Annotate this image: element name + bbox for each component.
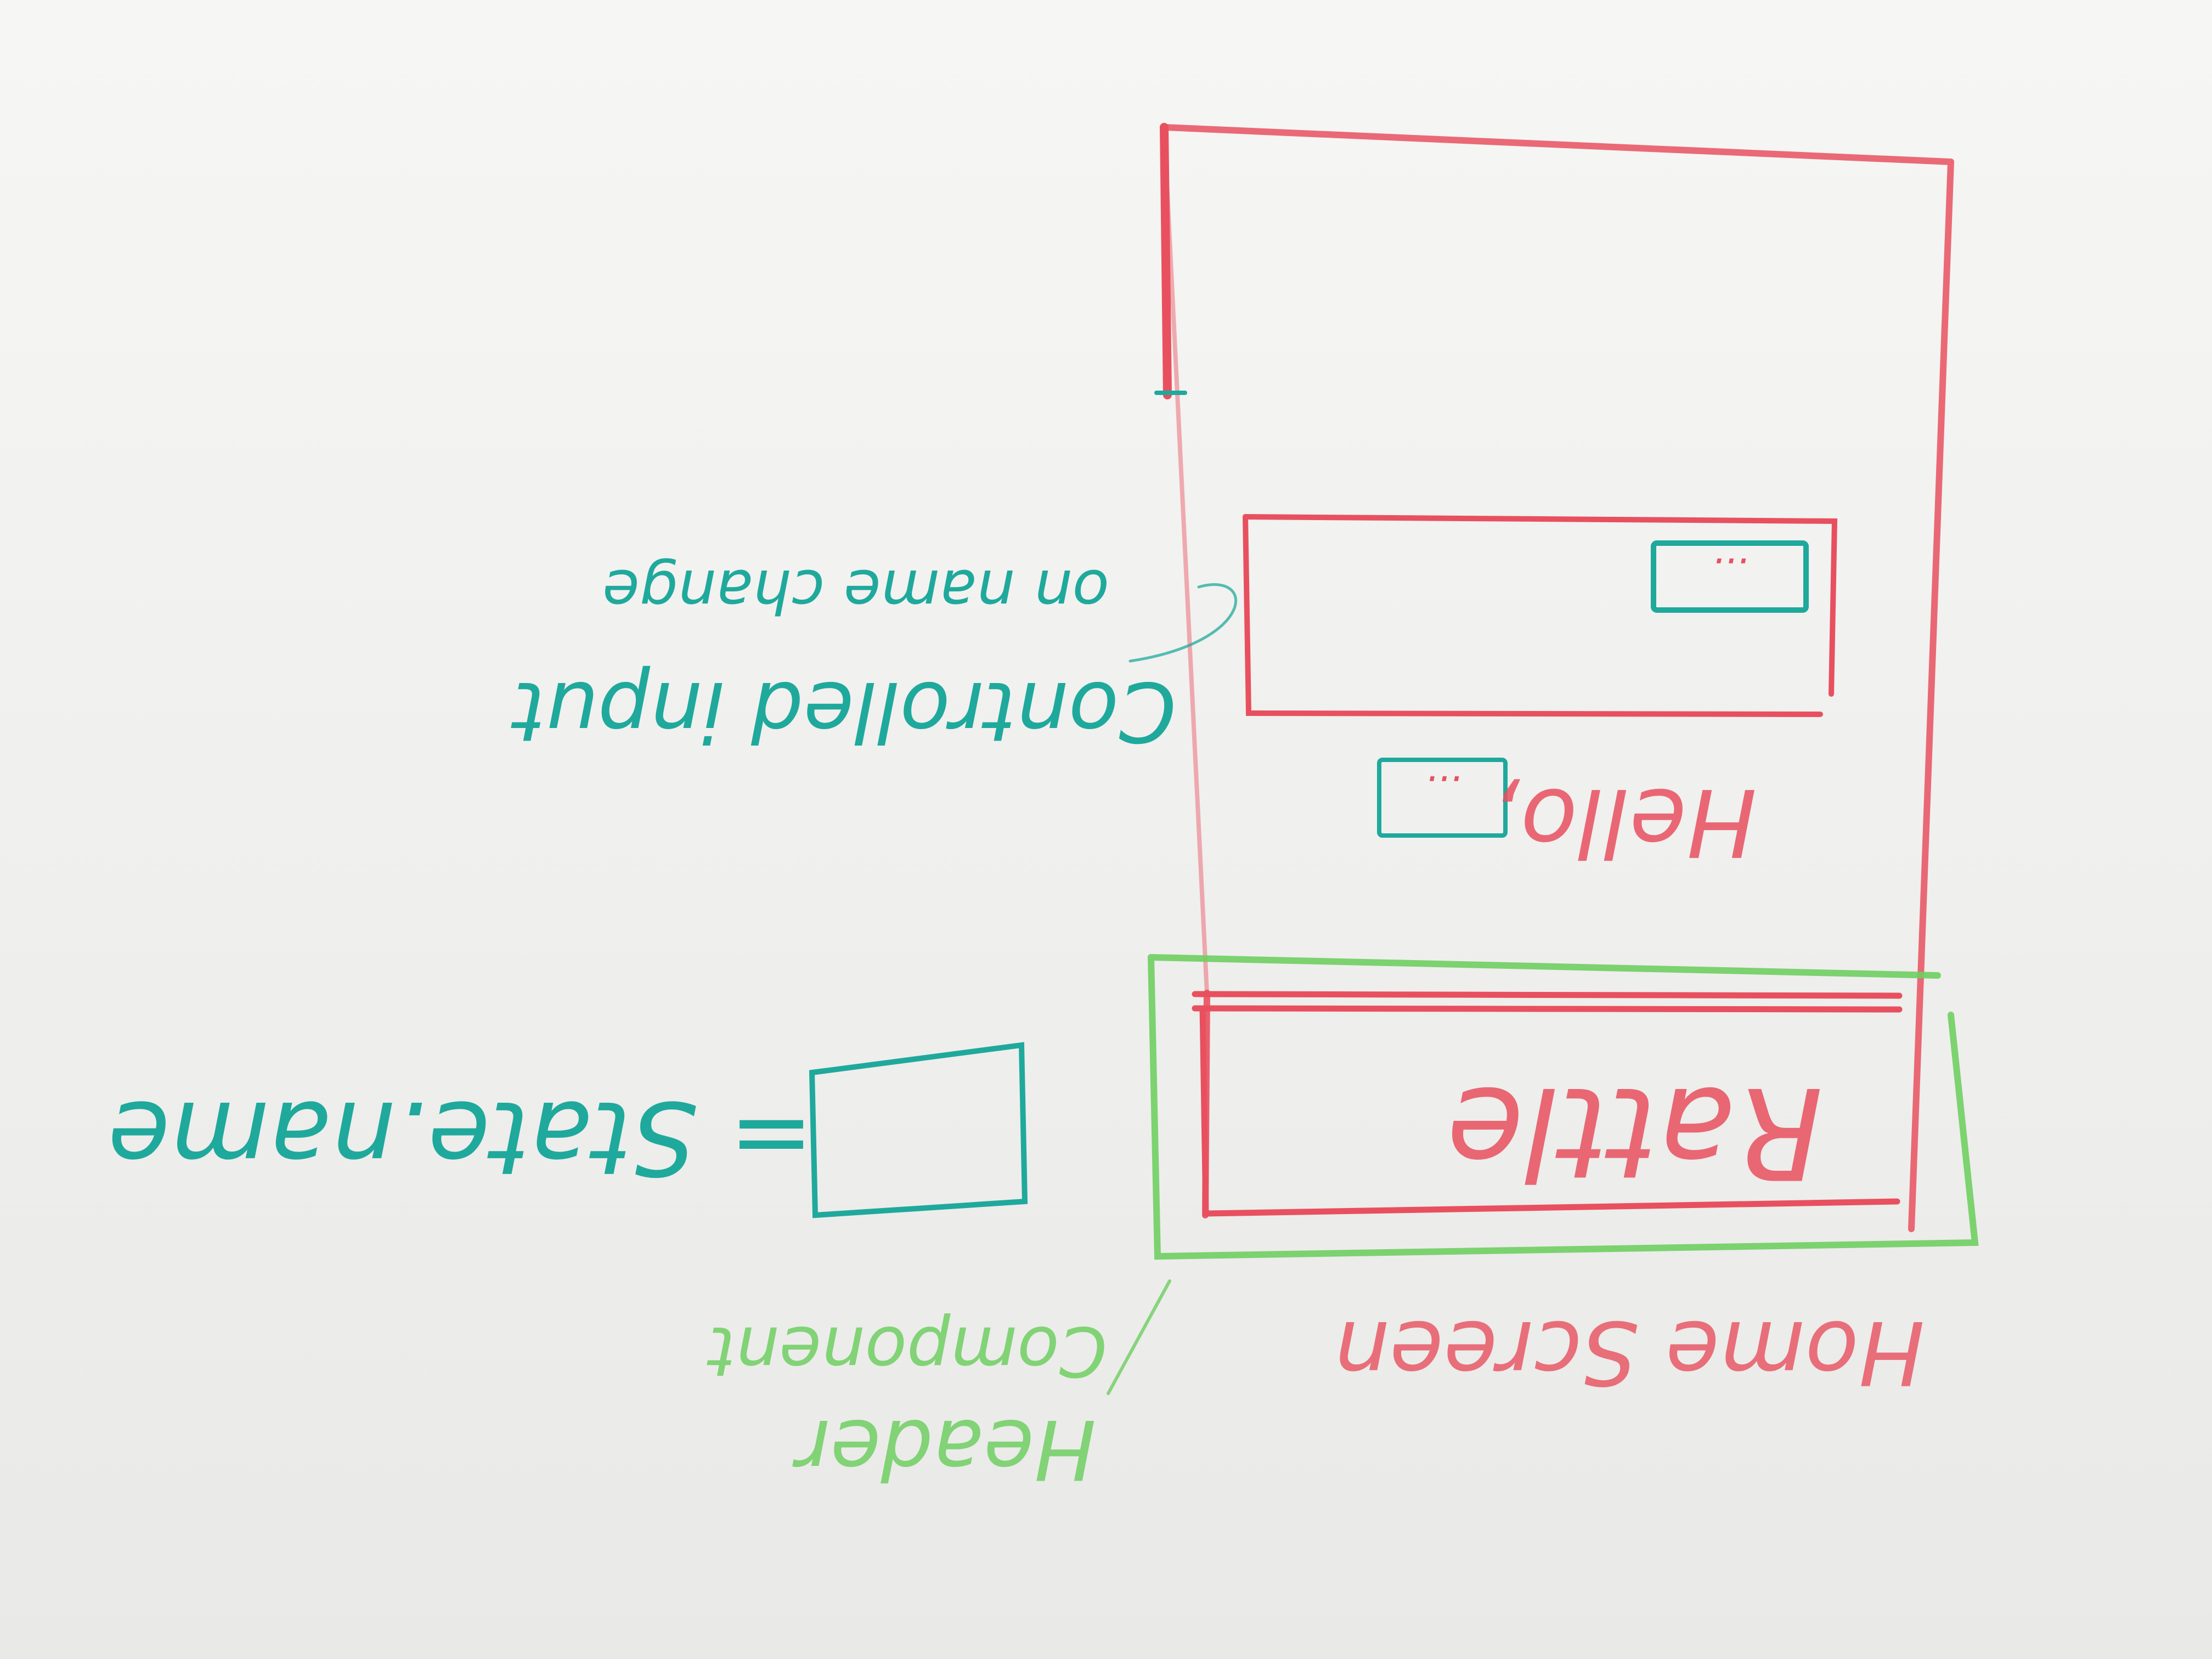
home-screen-label: Home Screen (1334, 1301, 1925, 1404)
input-placeholder-text: ... (1712, 549, 1748, 594)
header-component-label-line1: Header (792, 1401, 1096, 1497)
header-title-text: Rattle (1447, 1059, 1824, 1205)
controlled-input-box (1243, 514, 1838, 717)
header-title-bar (1192, 991, 1903, 1217)
state-name-label: = State.name (108, 1079, 814, 1197)
input-placeholder-box (1651, 540, 1809, 613)
header-component-pointer (1107, 1279, 1171, 1395)
header-component-label-line2: Component (707, 1311, 1107, 1391)
hello-label: Hello, (1491, 768, 1757, 876)
state-box (809, 1042, 1028, 1218)
header-component-frame (1148, 954, 1979, 1260)
controlled-input-label-line2: on name change (602, 556, 1109, 627)
hello-name-placeholder-box (1377, 758, 1508, 838)
hello-name-placeholder-text: ... (1425, 767, 1462, 812)
controlled-input-pointer (1128, 583, 1238, 663)
controlled-input-label-line1: Controlled input (511, 663, 1176, 759)
